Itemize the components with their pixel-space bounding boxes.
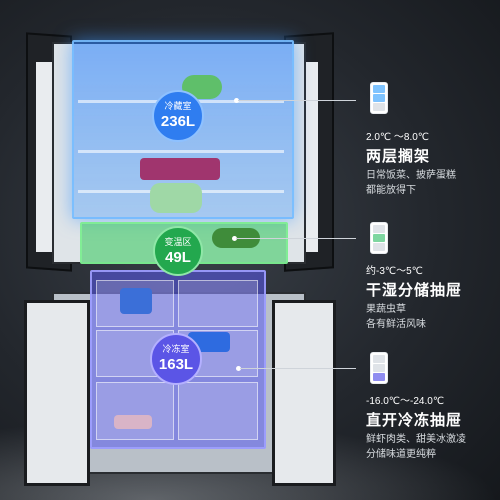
feature-desc: 各有鲜活风味 — [366, 319, 426, 330]
icon-segment — [373, 225, 385, 233]
frozen-seafood — [114, 415, 152, 429]
variable-zone-icon — [370, 222, 388, 254]
icon-segment — [373, 373, 385, 381]
left-freezer-door — [24, 300, 90, 486]
icon-segment — [373, 234, 385, 242]
feature-desc: 分储味道更纯粹 — [366, 449, 436, 460]
icon-segment — [373, 85, 385, 93]
zone-name: 变温区 — [164, 237, 192, 247]
freezer-drawer — [96, 382, 174, 440]
feature-desc: 果蔬虫草 — [366, 304, 406, 315]
frozen-food-box — [120, 288, 152, 314]
shelf — [78, 150, 284, 153]
feature-desc: 都能放得下 — [366, 185, 416, 196]
feature-title: 干湿分储抽屉 — [366, 282, 463, 299]
icon-segment — [373, 364, 385, 372]
zone-volume: 236L — [160, 113, 196, 130]
feature-temp: -16.0℃～-24.0℃ — [366, 396, 445, 407]
leader-dot — [236, 366, 241, 371]
icon-segment — [373, 94, 385, 102]
leader-line — [238, 100, 356, 101]
feature-desc: 鲜虾肉类、甜美冰激凌 — [366, 434, 466, 445]
freezer-zone-icon — [370, 352, 388, 384]
feature-temp: 约-3℃～5℃ — [366, 266, 423, 277]
feature-title: 直开冷冻抽屉 — [366, 412, 463, 429]
zone-label-freezer: 冷冻室 163L — [150, 333, 202, 385]
fruit-tray — [140, 158, 220, 180]
zone-name: 冷冻室 — [162, 344, 190, 354]
leader-dot — [232, 236, 237, 241]
leader-line — [236, 238, 356, 239]
fridge-zone-icon — [370, 82, 388, 114]
icon-segment — [373, 243, 385, 251]
feature-desc: 日常饭菜、披萨蛋糕 — [366, 170, 456, 181]
icon-segment — [373, 355, 385, 363]
zone-name: 冷藏室 — [164, 101, 192, 111]
leader-dot — [234, 98, 239, 103]
food-pot — [150, 183, 202, 213]
feature-title: 两层搁架 — [366, 148, 431, 165]
freezer-drawer — [178, 280, 258, 327]
zone-label-fridge: 冷藏室 236L — [152, 90, 204, 142]
feature-temp: 2.0℃ ～8.0℃ — [366, 132, 430, 143]
leader-line — [240, 368, 356, 369]
zone-label-variable: 变温区 49L — [153, 226, 203, 276]
zone-volume: 49L — [165, 249, 191, 266]
icon-segment — [373, 103, 385, 111]
freezer-drawer — [178, 382, 258, 440]
right-freezer-door — [272, 300, 336, 486]
zone-volume: 163L — [158, 356, 194, 373]
